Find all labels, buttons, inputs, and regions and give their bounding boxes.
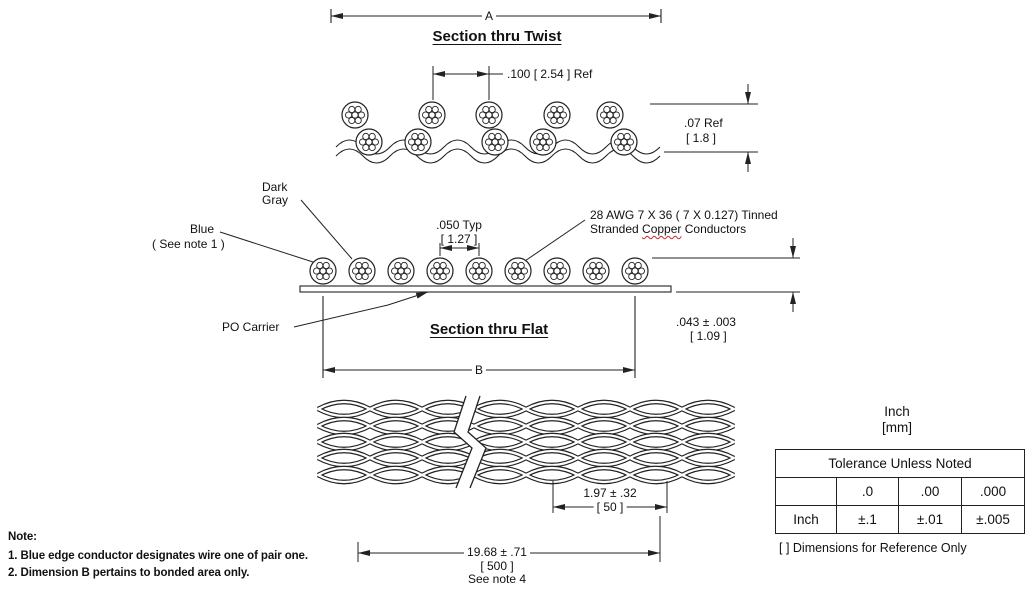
dim-197-label: 1.97 ± .32	[583, 486, 637, 500]
twisted-pair-braid	[316, 399, 736, 485]
dim-050-label: .050 Typ	[436, 218, 482, 232]
dim-050-lines	[439, 243, 480, 256]
tolerance-col-header-0	[775, 477, 837, 506]
tolerance-value-2: ±.005	[961, 505, 1025, 534]
tolerance-col-header-3: .000	[961, 477, 1025, 506]
conductor-spec-copper: Copper	[642, 222, 682, 236]
dim-b-label: B	[471, 363, 487, 377]
dim-050-mm-label: [ 1.27 ]	[440, 232, 478, 246]
dim-100-lines	[432, 66, 503, 100]
conductor-spec-post: Conductors	[681, 222, 747, 236]
conductor-spec-pre: Stranded	[590, 222, 643, 236]
note-item-1: 1. Blue edge conductor designates wire o…	[8, 550, 308, 562]
notes-heading: Note:	[8, 531, 37, 543]
twist-conductors	[341, 101, 638, 156]
tolerance-col-header-1: .0	[836, 477, 899, 506]
dim-1968-mm-label: [ 500 ]	[480, 559, 514, 573]
dim-07-lines	[650, 84, 758, 172]
table-unit-mm-label: [mm]	[882, 420, 912, 435]
table-unit-label: Inch	[884, 404, 910, 419]
dim-1968-note-label: See note 4	[467, 572, 527, 586]
dim-a-label: A	[481, 9, 497, 23]
section-flat-title: Section thru Flat	[429, 321, 549, 338]
blue-note-label: ( See note 1 )	[152, 237, 225, 251]
tolerance-table: Tolerance Unless Noted .0 .00 .000 Inch …	[775, 449, 1025, 534]
dim-100-label: .100 [ 2.54 ] Ref	[507, 67, 593, 81]
blue-label: Blue	[190, 222, 215, 236]
po-carrier-bar	[299, 285, 672, 293]
tolerance-row-unit: Inch	[775, 505, 837, 534]
dim-197-mm-label: [ 50 ]	[593, 500, 627, 514]
note-item-2: 2. Dimension B pertains to bonded area o…	[8, 567, 250, 579]
dim-1968-label: 19.68 ± .71	[464, 545, 530, 559]
flat-conductors	[309, 257, 649, 285]
break-symbol	[453, 395, 487, 489]
dim-043-mm-label: [ 1.09 ]	[690, 329, 727, 343]
leader-lines	[219, 199, 586, 328]
po-carrier-label: PO Carrier	[222, 320, 280, 334]
tolerance-value-0: ±.1	[836, 505, 899, 534]
tolerance-col-header-2: .00	[898, 477, 962, 506]
section-twist-title: Section thru Twist	[432, 28, 562, 45]
dark-gray-label-line1: Dark	[262, 180, 288, 194]
dim-043-label: .043 ± .003	[676, 315, 736, 329]
tolerance-table-header: Tolerance Unless Noted	[775, 449, 1025, 478]
dim-043-lines	[652, 238, 800, 312]
reference-dimensions-footnote: [ ] Dimensions for Reference Only	[779, 541, 967, 555]
tolerance-value-1: ±.01	[898, 505, 962, 534]
conductor-spec-line2: Stranded Copper Conductors	[590, 222, 746, 236]
dim-07-label: .07 Ref	[684, 116, 723, 130]
dark-gray-label-line2: Gray	[262, 193, 289, 207]
conductor-spec-line1: 28 AWG 7 X 36 ( 7 X 0.127) Tinned	[590, 208, 778, 222]
dim-07-mm-label: [ 1.8 ]	[686, 131, 717, 145]
